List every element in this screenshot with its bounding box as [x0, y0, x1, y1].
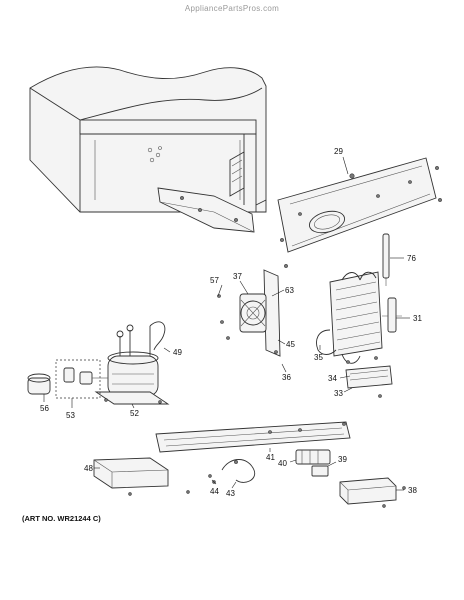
- rear-access-panel: [277, 157, 442, 268]
- part-label: 48: [84, 464, 93, 473]
- art-number: (ART NO. WR21244 C): [22, 514, 101, 523]
- electronic-control-box: [339, 477, 406, 508]
- leader-lines: [43, 156, 410, 491]
- base-rail: [155, 421, 351, 453]
- part-label: 52: [130, 409, 139, 418]
- part-label: 33: [334, 389, 343, 398]
- wire-harness: [208, 459, 256, 484]
- site-watermark: AppliancePartsPros.com: [184, 4, 280, 13]
- part-label: 44: [210, 487, 219, 496]
- part-label: 41: [266, 453, 275, 462]
- part-label: 37: [233, 272, 242, 281]
- part-labels: 29 76 57 37 63 31 49 45 35 34 36 33 56 5…: [40, 147, 422, 498]
- part-label: 49: [173, 348, 182, 357]
- compressor: [94, 321, 170, 405]
- mounting-bracket: [157, 187, 255, 233]
- power-cord-bracket: [311, 465, 329, 477]
- control-housing: [93, 457, 190, 496]
- part-label: 53: [66, 411, 75, 420]
- filter-drier: [382, 233, 390, 286]
- part-label: 56: [40, 404, 49, 413]
- part-label: 40: [278, 459, 287, 468]
- part-label: 31: [413, 314, 422, 323]
- part-label: 43: [226, 489, 235, 498]
- start-relay-overload-kit: [55, 359, 108, 399]
- condenser-coil: [316, 271, 402, 364]
- part-label: 45: [286, 340, 295, 349]
- condenser-fan-assembly: [217, 269, 281, 357]
- part-label: 29: [334, 147, 343, 156]
- part-label: 57: [210, 276, 219, 285]
- part-label: 38: [408, 486, 417, 495]
- drain-pan-assembly: [345, 356, 393, 398]
- cabinet-housing: [29, 66, 267, 213]
- terminal-block: [295, 449, 331, 465]
- compressor-cover: [27, 373, 51, 395]
- part-label: 36: [282, 373, 291, 382]
- part-label: 39: [338, 455, 347, 464]
- part-label: 76: [407, 254, 416, 263]
- part-label: 34: [328, 374, 337, 383]
- part-label: 35: [314, 353, 323, 362]
- part-label: 63: [285, 286, 294, 295]
